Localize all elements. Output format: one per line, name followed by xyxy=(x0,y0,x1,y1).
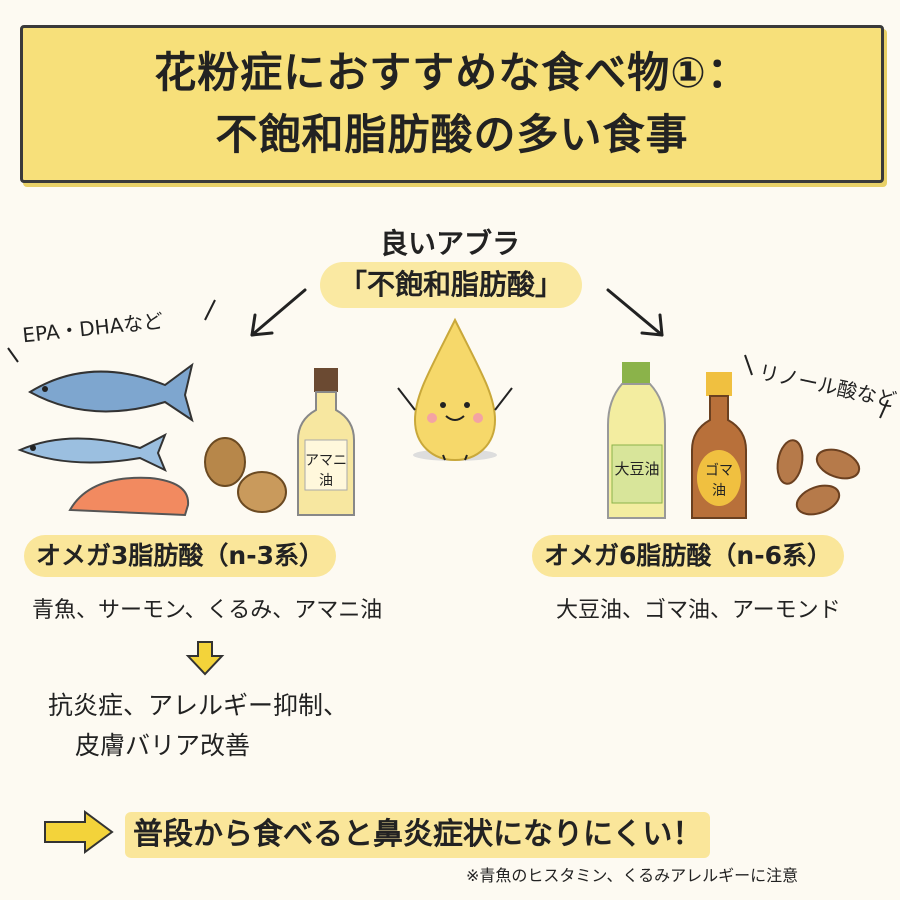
omega3-effects-line2: 皮膚バリア改善 xyxy=(75,731,251,760)
omega6-foods: 大豆油、ゴマ油、アーモンド xyxy=(556,598,841,623)
sesame-bottle-label: ゴマ油 xyxy=(705,463,733,499)
unsaturated-fat-pill: 「不飽和脂肪酸」 xyxy=(320,262,582,308)
title-line-1: 花粉症におすすめな食べ物①： xyxy=(154,48,750,97)
almond-icon xyxy=(776,439,861,516)
flaxseed-bottle-label: アマニ油 xyxy=(305,453,347,489)
footnote: ※青魚のヒスタミン、くるみアレルギーに注意 xyxy=(466,866,799,885)
bottom-message: 普段から食べると鼻炎症状になりにくい！ xyxy=(125,812,711,858)
walnut-icon xyxy=(204,437,287,513)
mackerel-icon xyxy=(28,362,194,423)
soybean-bottle-label: 大豆油 xyxy=(614,460,660,478)
salmon-icon xyxy=(68,476,190,517)
soybean-oil-bottle-icon xyxy=(607,362,666,519)
omega3-effects-line1: 抗炎症、アレルギー抑制、 xyxy=(48,691,349,720)
arrow-right-icon xyxy=(606,288,664,337)
title-banner: 花粉症におすすめな食べ物①： 不飽和脂肪酸の多い食事 xyxy=(20,25,884,183)
down-arrow-icon xyxy=(185,641,225,676)
bracket-marks-icon xyxy=(7,299,889,419)
oil-drop-mascot-icon xyxy=(397,317,513,462)
sesame-oil-bottle-icon xyxy=(691,372,747,519)
title-line-2: 不飽和脂肪酸の多い食事 xyxy=(215,110,689,159)
sardine-icon xyxy=(17,432,167,473)
omega6-heading: オメガ6脂肪酸（n-6系） xyxy=(532,535,844,577)
omega3-heading: オメガ3脂肪酸（n-3系） xyxy=(24,535,336,577)
omega3-foods: 青魚、サーモン、くるみ、アマニ油 xyxy=(32,598,383,623)
right-arrow-icon xyxy=(44,810,114,854)
flaxseed-oil-bottle-icon xyxy=(297,368,355,516)
arrow-left-icon xyxy=(250,288,307,337)
good-oil-label: 良いアブラ xyxy=(379,227,520,260)
